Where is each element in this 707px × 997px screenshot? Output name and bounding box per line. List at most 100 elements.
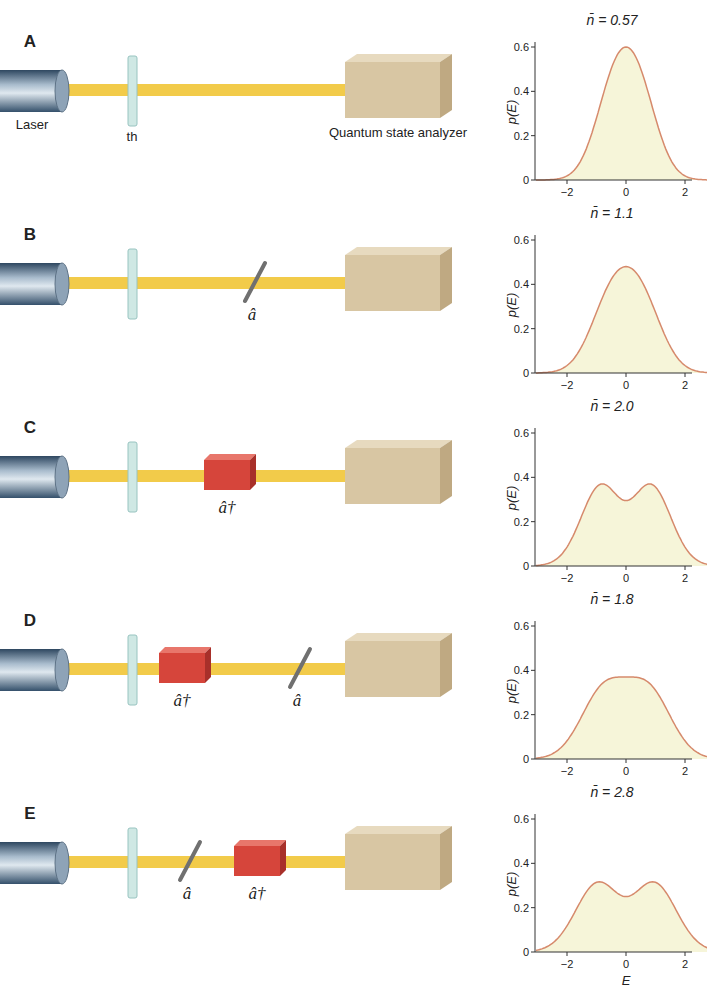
tick-label: 0.6 xyxy=(514,813,529,825)
tick-mark xyxy=(685,180,686,184)
tick-label: 0 xyxy=(523,174,529,186)
tick-label: 0.4 xyxy=(514,471,529,483)
tick-label: 2 xyxy=(682,186,688,198)
curve-fill xyxy=(536,267,707,373)
tick-mark xyxy=(531,180,535,181)
tick-mark xyxy=(531,521,535,522)
tick-label: 0.2 xyxy=(514,516,529,528)
tick-mark xyxy=(626,180,627,184)
tick-label: 0 xyxy=(623,379,629,391)
tick-label: 0 xyxy=(523,560,529,572)
tick-mark xyxy=(531,759,535,760)
tick-mark xyxy=(531,566,535,567)
plot-title: n̄ = 1.1 xyxy=(590,205,633,221)
tick-label: 0.2 xyxy=(514,902,529,914)
plate-label: th xyxy=(127,129,138,144)
y-axis xyxy=(535,814,536,952)
x-axis xyxy=(535,373,692,374)
setup-row xyxy=(0,826,452,898)
distribution-curve xyxy=(536,882,707,951)
tick-mark xyxy=(531,240,535,241)
tick-mark xyxy=(685,759,686,763)
tick-mark xyxy=(626,566,627,570)
tick-mark xyxy=(567,373,568,377)
tick-mark xyxy=(531,47,535,48)
tick-mark xyxy=(531,135,535,136)
tick-label: 0.2 xyxy=(514,709,529,721)
tick-mark xyxy=(531,373,535,374)
curve-fill xyxy=(536,484,707,566)
tick-label: −2 xyxy=(561,765,574,777)
y-axis xyxy=(535,42,536,180)
curve-fill xyxy=(536,47,707,180)
tick-mark xyxy=(531,952,535,953)
y-axis xyxy=(535,235,536,373)
tick-mark xyxy=(626,759,627,763)
axis-label: p(E) xyxy=(504,486,519,511)
setup-row xyxy=(0,633,452,705)
tick-mark xyxy=(567,952,568,956)
tick-label: 0 xyxy=(523,367,529,379)
x-axis xyxy=(535,566,692,567)
operator-label: â† xyxy=(219,498,236,518)
tick-label: 0 xyxy=(623,958,629,970)
plot-title: n̄ = 2.0 xyxy=(590,398,633,414)
tick-label: 2 xyxy=(682,765,688,777)
axis-label: p(E) xyxy=(504,100,519,125)
tick-label: 0 xyxy=(623,765,629,777)
setup-row xyxy=(0,247,452,319)
tick-mark xyxy=(567,759,568,763)
tick-mark xyxy=(626,952,627,956)
distribution-curve xyxy=(536,677,707,758)
tick-label: 0 xyxy=(623,572,629,584)
tick-label: 0.2 xyxy=(514,130,529,142)
distribution-curve xyxy=(536,484,707,566)
operator-label: â† xyxy=(174,691,191,711)
distribution-curve xyxy=(536,267,707,373)
tick-label: 0 xyxy=(523,753,529,765)
tick-label: −2 xyxy=(561,958,574,970)
tick-label: 0.4 xyxy=(514,664,529,676)
tick-mark xyxy=(531,91,535,92)
tick-label: 2 xyxy=(682,379,688,391)
tick-mark xyxy=(531,284,535,285)
curve-fill xyxy=(536,882,707,952)
tick-label: 0 xyxy=(523,946,529,958)
tick-mark xyxy=(531,626,535,627)
tick-mark xyxy=(531,328,535,329)
axis-label: p(E) xyxy=(504,293,519,318)
tick-label: −2 xyxy=(561,186,574,198)
x-axis xyxy=(535,952,692,953)
tick-mark xyxy=(626,373,627,377)
panel-letter: E xyxy=(24,804,35,824)
tick-label: 0.4 xyxy=(514,278,529,290)
y-axis xyxy=(535,621,536,759)
panel-letter: D xyxy=(24,611,36,631)
plot-title: n̄ = 1.8 xyxy=(590,591,633,607)
setup-row xyxy=(0,54,452,126)
tick-label: 0 xyxy=(623,186,629,198)
x-axis xyxy=(535,180,692,181)
tick-label: 2 xyxy=(682,958,688,970)
tick-mark xyxy=(567,566,568,570)
laser-label: Laser xyxy=(16,117,49,132)
plot-title: n̄ = 2.8 xyxy=(590,784,633,800)
panel-letter: B xyxy=(24,225,36,245)
tick-mark xyxy=(531,477,535,478)
y-axis xyxy=(535,428,536,566)
tick-label: −2 xyxy=(561,379,574,391)
axis-label: p(E) xyxy=(504,679,519,704)
operator-label: â xyxy=(248,305,257,325)
tick-label: 2 xyxy=(682,572,688,584)
distribution-curve xyxy=(536,47,707,180)
tick-label: 0.4 xyxy=(514,85,529,97)
x-axis xyxy=(535,759,692,760)
analyzer-label: Quantum state analyzer xyxy=(329,125,467,140)
tick-label: 0.6 xyxy=(514,427,529,439)
tick-mark xyxy=(531,819,535,820)
tick-label: −2 xyxy=(561,572,574,584)
tick-mark xyxy=(685,373,686,377)
tick-label: 0.2 xyxy=(514,323,529,335)
